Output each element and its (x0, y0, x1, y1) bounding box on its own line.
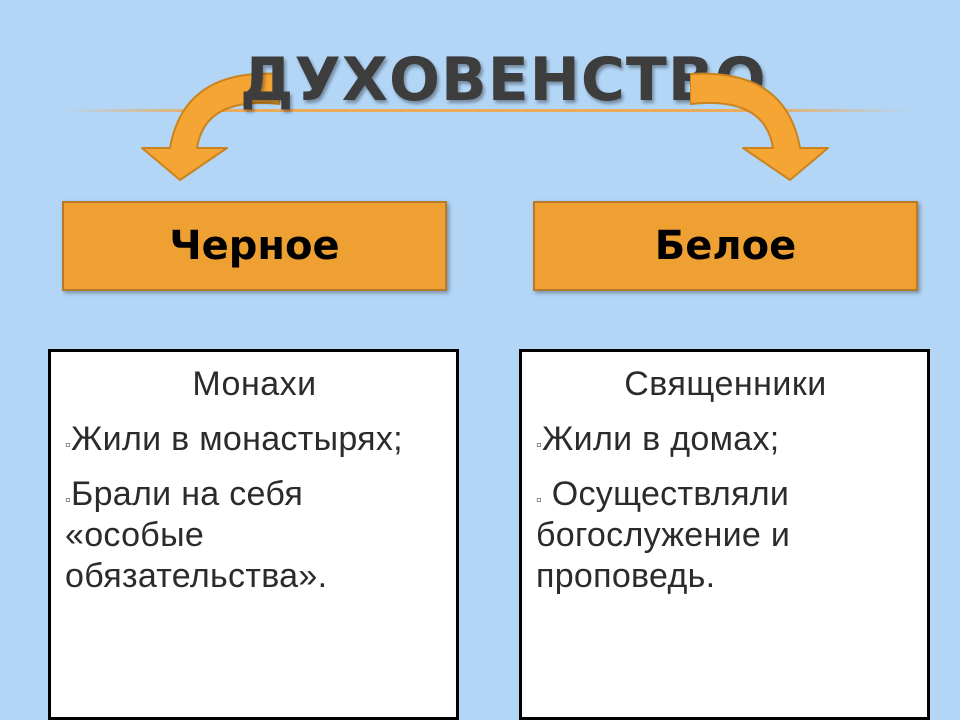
slide-title: ДУХОВЕНСТВО (240, 45, 767, 115)
branch-white-clergy: Белое (533, 201, 918, 291)
bullet-icon: ▫ (65, 492, 71, 509)
list-item-text: Жили в домах; (541, 420, 780, 458)
priests-heading: Священники (624, 365, 827, 403)
monks-heading: Монахи (192, 365, 317, 403)
list-item: ▫ Осуществляли богослужение и проповедь. (536, 474, 915, 597)
monks-list: ▫Жили в монастырях; ▫Брали на себя «особ… (65, 419, 444, 597)
list-item: ▫Жили в монастырях; (65, 419, 444, 460)
monks-panel: Монахи ▫Жили в монастырях; ▫Брали на себ… (48, 349, 459, 720)
list-item: ▫Брали на себя «особые обязательства». (65, 474, 444, 597)
bullet-icon: ▫ (536, 437, 542, 454)
list-item-text: Брали на себя «особые обязательства». (65, 475, 328, 595)
bullet-icon: ▫ (65, 437, 71, 454)
curved-arrow-right-icon (690, 72, 829, 181)
priests-list: ▫Жили в домах; ▫ Осуществляли богослужен… (536, 419, 915, 597)
decorative-line (60, 109, 910, 112)
branch-black-clergy: Черное (62, 201, 447, 291)
priests-panel: Священники ▫Жили в домах; ▫ Осуществляли… (519, 349, 930, 720)
curved-arrow-left-icon (141, 72, 280, 181)
list-item: ▫Жили в домах; (536, 419, 915, 460)
list-item-text: Осуществляли богослужение и проповедь. (536, 475, 791, 595)
list-item-text: Жили в монастырях; (70, 420, 403, 458)
bullet-icon: ▫ (536, 492, 542, 509)
